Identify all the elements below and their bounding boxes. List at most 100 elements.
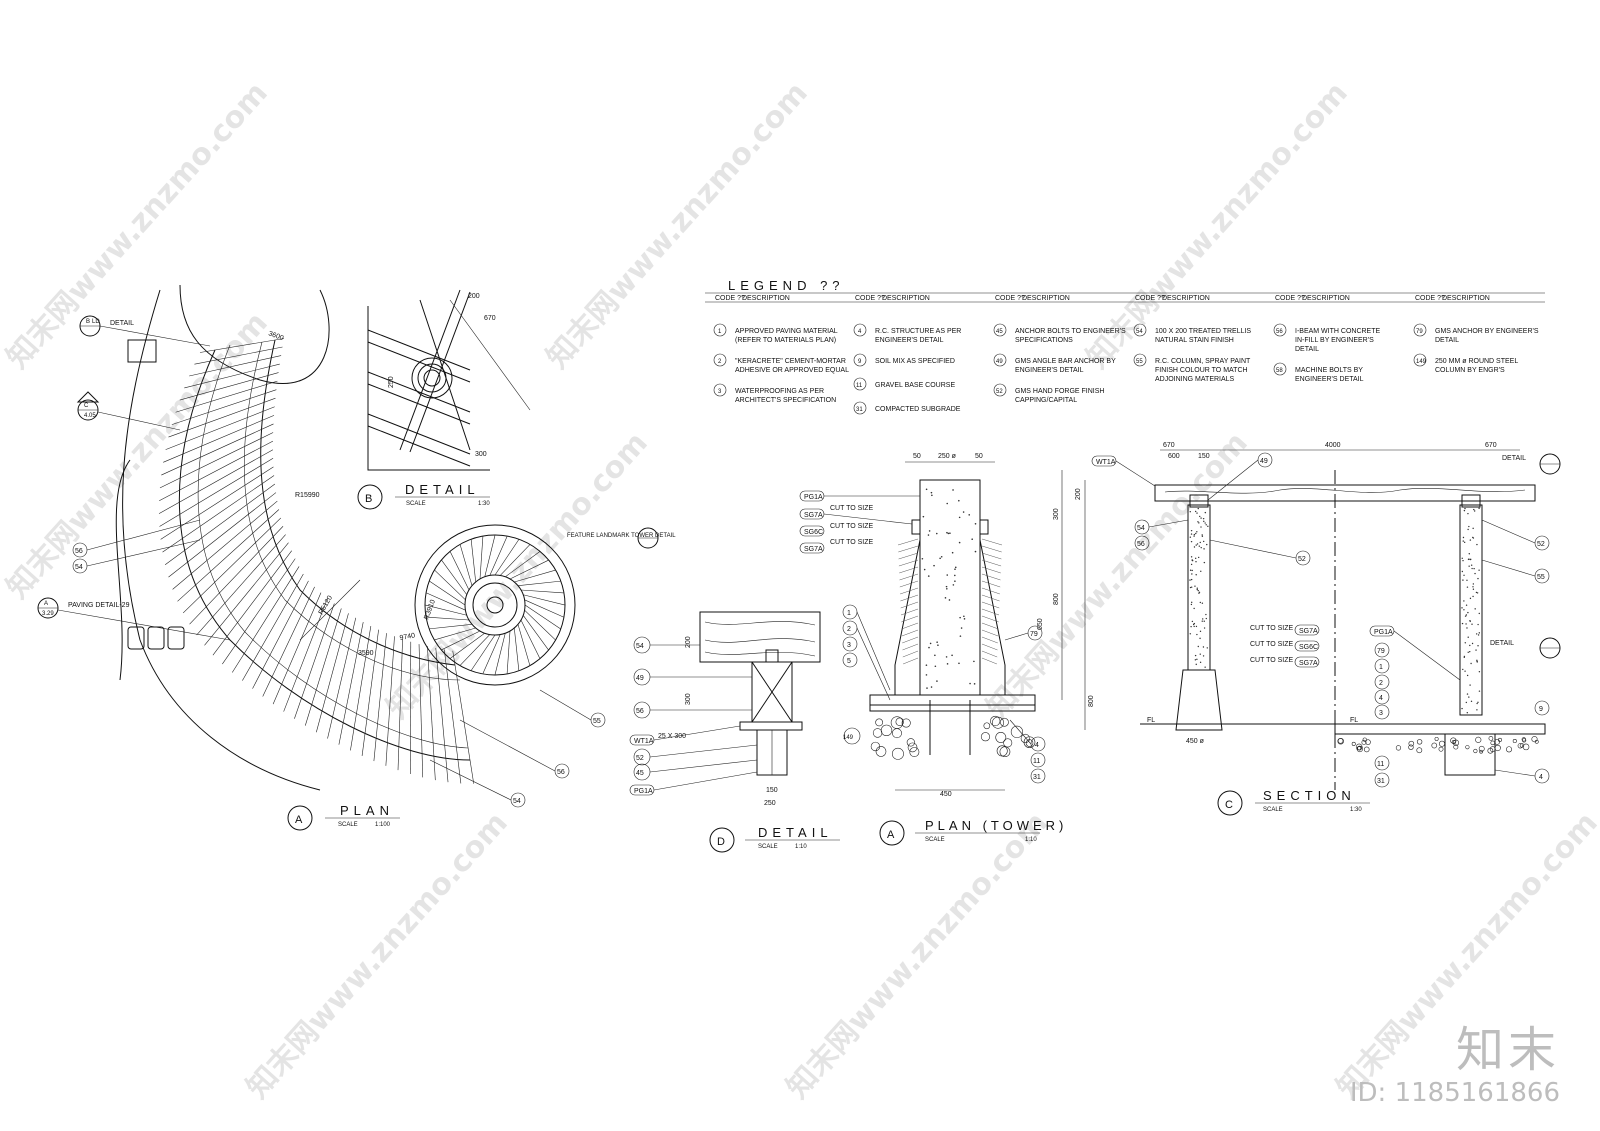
stipple-dot [1471,567,1473,570]
concrete-dot [935,532,938,535]
svg-text:PG1A: PG1A [1374,629,1393,636]
concrete-dot [940,555,943,558]
stipple-dot [1190,603,1193,606]
trellis-slats [158,338,475,784]
legend-description: ENGINEER'S DETAIL [1015,367,1084,374]
stipple-dot [1194,585,1196,587]
stipple-dot [1473,510,1476,512]
tower-spoke [517,580,561,587]
gravel-stone [1489,746,1496,752]
stipple-dot [1463,541,1466,544]
watermark: 知末网www.znzmo.com [780,806,1055,1106]
svg-text:CUT TO SIZE: CUT TO SIZE [1250,657,1294,664]
concrete-dot [974,550,977,553]
tower-spoke [520,589,564,594]
legend-description: IN-FILL BY ENGINEER'S [1295,337,1374,344]
legend-desc-header: DESCRIPTION [742,295,790,302]
stipple-dot [1467,528,1469,531]
column-stipple [1189,507,1481,714]
svg-text:800: 800 [1088,695,1095,707]
stipple-dot [1466,693,1469,695]
stipple-dot [1190,529,1193,532]
stipple-dot [1467,611,1469,614]
tower-gravel [870,715,1036,760]
gravel-stone [1020,733,1030,744]
concrete-dot [930,491,933,494]
stipple-dot [1201,620,1203,622]
stipple-dot [1462,668,1464,671]
stipple-dot [1200,526,1202,528]
stipple-dot [1468,696,1470,698]
svg-text:200: 200 [1075,488,1082,500]
stipple-dot [1463,509,1466,512]
hatch-line [981,622,999,630]
tower-spoke [506,630,511,674]
trellis-slat [452,650,475,784]
stipple-dot [1196,658,1198,661]
gravel-stone [880,724,893,737]
stipple-dot [1199,541,1201,544]
svg-text:56: 56 [1137,541,1145,548]
svg-text:SG7A: SG7A [804,546,823,553]
stipple-dot [1190,586,1193,588]
gravel-stone [890,716,904,729]
svg-text:PLAN (TOWER): PLAN (TOWER) [925,818,1067,833]
tower-spoke [470,634,496,671]
stipple-dot [1196,531,1198,533]
hatch-line [901,629,919,637]
concrete-dot [973,660,975,663]
svg-text:54: 54 [636,643,644,650]
stipple-dot [1195,574,1197,576]
trellis-slat [168,397,276,438]
stipple-dot [1462,559,1464,562]
tower-spokes [424,534,566,676]
hatch-line [981,580,1001,588]
gravel-stone [901,718,911,728]
stipple-dot [1197,556,1200,559]
trellis-slat [158,449,274,514]
stipple-dot [1473,567,1475,570]
section-c-view: 670 600 150 4000 670 450 ø 800 200 FL FL… [1075,442,1561,816]
gravel-stone [895,717,904,726]
tower-title: A PLAN (TOWER) SCALE 1:10 [879,818,1067,846]
hatch-line [981,559,1002,567]
concrete-dot [959,616,961,619]
stipple-dot [1200,546,1202,549]
stipple-dot [1207,525,1209,528]
tower-spoke [517,624,531,666]
concrete-dot [974,522,977,525]
hatch-line [981,657,997,665]
concrete-dot [954,580,956,582]
svg-text:54: 54 [75,564,83,571]
legend-code: 3 [718,389,722,395]
svg-text:54: 54 [513,798,521,805]
legend-code: 79 [1416,329,1423,335]
svg-text:4: 4 [1035,742,1039,749]
hatch-line [981,636,998,644]
svg-text:WT1A: WT1A [634,738,654,745]
stipple-dot [1190,540,1193,543]
trellis-slat [161,423,274,476]
gravel-stone [1522,738,1527,743]
svg-text:B: B [365,493,372,505]
trellis-slat [304,608,342,726]
svg-text:450 ø: 450 ø [1186,738,1205,745]
tower-detail-label: FEATURE LANDMARK TOWER DETAIL [567,533,676,539]
stipple-dot [1206,647,1208,649]
stipple-dot [1196,633,1198,636]
trellis-slat [316,613,349,733]
concrete-dot [968,514,971,516]
trellis-slat [283,598,328,712]
concrete-dot [946,531,948,534]
stipple-dot [1191,620,1194,623]
svg-text:250: 250 [764,800,776,807]
svg-text:CODE ??: CODE ?? [1135,295,1165,302]
legend-code: 31 [856,407,863,413]
legend-description: DETAIL [1295,346,1319,353]
svg-text:B: B [86,319,90,325]
svg-text:50: 50 [913,453,921,460]
trellis-slat [338,621,364,745]
stipple-dot [1476,660,1478,662]
